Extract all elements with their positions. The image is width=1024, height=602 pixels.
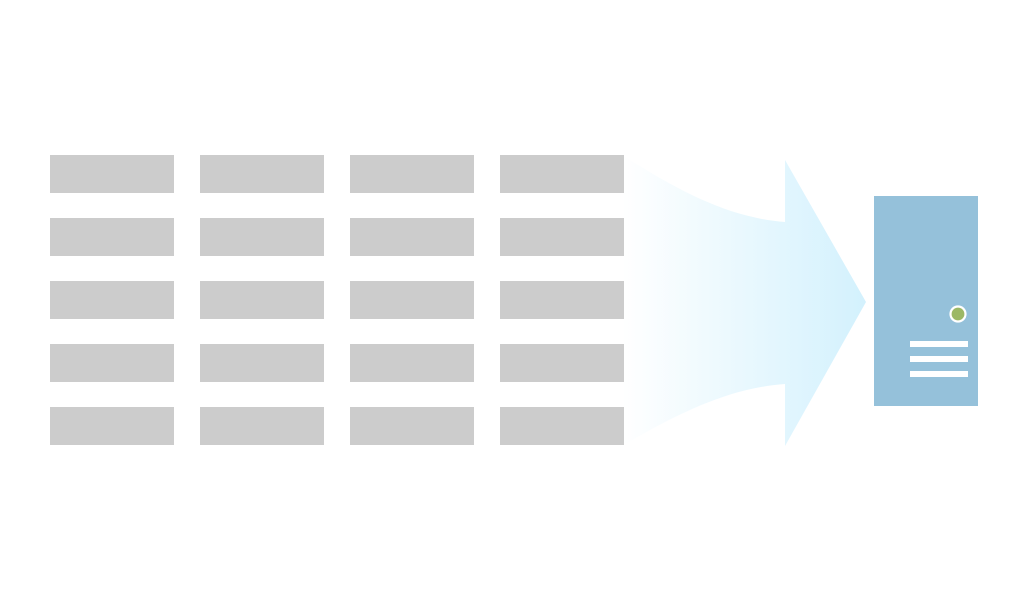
table-cell (200, 407, 324, 445)
table-cell (350, 218, 474, 256)
table-cell (500, 155, 624, 193)
data-table-grid (50, 155, 624, 445)
table-cell (350, 281, 474, 319)
table-cell (200, 155, 324, 193)
table-cell (200, 281, 324, 319)
table-cell (200, 344, 324, 382)
table-cell (500, 218, 624, 256)
table-cell (50, 218, 174, 256)
table-cell (50, 344, 174, 382)
server-vent-stripe (910, 371, 968, 377)
server-tower-icon (874, 196, 978, 406)
table-cell (500, 281, 624, 319)
table-cell (500, 407, 624, 445)
table-cell (50, 155, 174, 193)
server-power-led-icon (949, 305, 967, 323)
flow-arrow-icon (622, 155, 866, 446)
table-cell (350, 155, 474, 193)
server-vent-stripe (910, 356, 968, 362)
table-cell (50, 281, 174, 319)
table-cell (200, 218, 324, 256)
table-cell (350, 344, 474, 382)
table-cell (350, 407, 474, 445)
server-vent-stripe (910, 341, 968, 347)
table-cell (500, 344, 624, 382)
table-cell (50, 407, 174, 445)
